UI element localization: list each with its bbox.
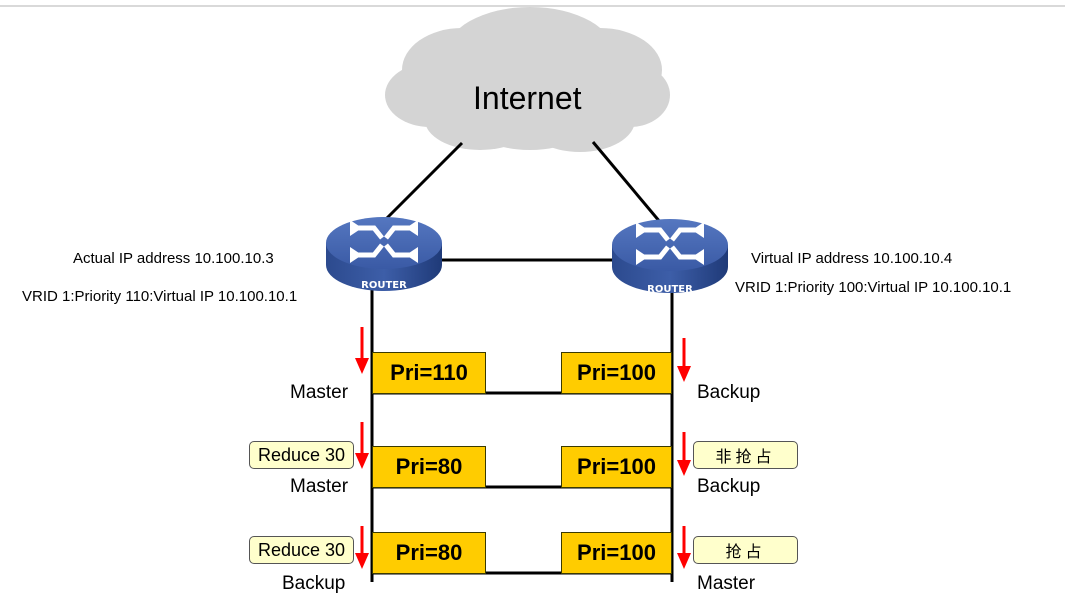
link-cloud-left bbox=[381, 141, 464, 224]
router-icon-left: ROUTER bbox=[326, 217, 442, 291]
non-preempt-note: 非抢占 bbox=[693, 441, 798, 469]
left-router-ip: Actual IP address 10.100.10.3 bbox=[73, 250, 274, 267]
arrow-down-icon bbox=[355, 526, 369, 569]
arrow-down-icon bbox=[677, 338, 691, 382]
left-priority-box: Pri=80 bbox=[372, 446, 486, 488]
right-role-label: Master bbox=[697, 573, 756, 594]
router-icon-right: ROUTER bbox=[612, 219, 728, 295]
svg-text:ROUTER: ROUTER bbox=[647, 284, 693, 295]
link-cloud-right bbox=[591, 141, 662, 223]
cloud-icon bbox=[385, 7, 670, 152]
reduce-note: Reduce 30 bbox=[249, 536, 354, 564]
left-role-label: Master bbox=[290, 476, 349, 497]
internet-label: Internet bbox=[473, 80, 582, 116]
arrow-down-icon bbox=[355, 327, 369, 374]
svg-text:ROUTER: ROUTER bbox=[361, 280, 407, 291]
reduce-note: Reduce 30 bbox=[249, 441, 354, 469]
arrows bbox=[355, 327, 691, 569]
arrow-down-icon bbox=[677, 432, 691, 476]
right-priority-box: Pri=100 bbox=[561, 446, 672, 488]
top-divider bbox=[0, 5, 1065, 7]
right-priority-box: Pri=100 bbox=[561, 352, 672, 394]
arrow-down-icon bbox=[355, 422, 369, 469]
left-router-vrid: VRID 1:Priority 110:Virtual IP 10.100.10… bbox=[22, 288, 298, 305]
right-role-label: Backup bbox=[697, 382, 761, 403]
preempt-note: 抢占 bbox=[693, 536, 798, 564]
arrow-down-icon bbox=[677, 526, 691, 569]
left-priority-box: Pri=80 bbox=[372, 532, 486, 574]
right-role-label: Backup bbox=[697, 476, 761, 497]
right-router-ip: Virtual IP address 10.100.10.4 bbox=[751, 250, 953, 267]
right-priority-box: Pri=100 bbox=[561, 532, 672, 574]
right-router-vrid: VRID 1:Priority 100:Virtual IP 10.100.10… bbox=[735, 279, 1012, 296]
left-role-label: Backup bbox=[282, 573, 346, 594]
left-role-label: Master bbox=[290, 382, 349, 403]
left-priority-box: Pri=110 bbox=[372, 352, 486, 394]
